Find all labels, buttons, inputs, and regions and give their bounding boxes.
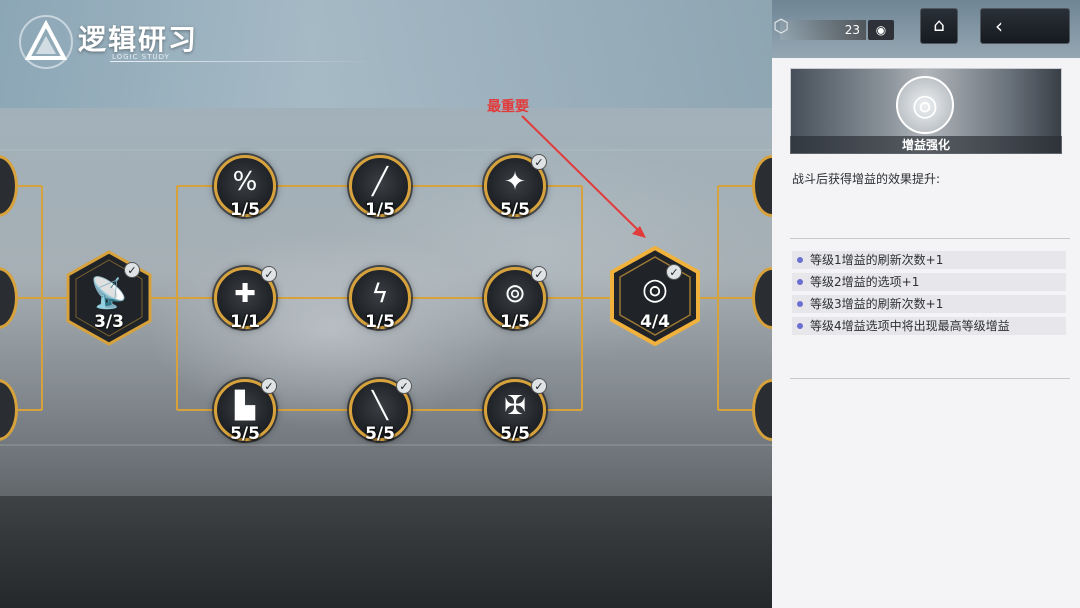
lightning-icon: ϟ	[371, 279, 389, 309]
signal-tower-icon: ⊚	[504, 279, 526, 309]
node-boot[interactable]: ▙ 5/5 ✓	[214, 378, 277, 444]
compass-star-icon: ✦	[504, 167, 526, 197]
node-level: 5/5	[500, 424, 530, 444]
buff-effects-list: 等级1增益的刷新次数+1 等级2增益的选项+1 等级3增益的刷新次数+1 等级4…	[792, 251, 1066, 339]
header-divider	[110, 61, 380, 62]
list-item: 等级2增益的选项+1	[792, 273, 1066, 291]
home-icon: ⌂	[933, 15, 945, 36]
sniper-rifle-icon: ╱	[372, 167, 388, 197]
node-discount[interactable]: % 1/5	[214, 155, 276, 220]
node-root[interactable]: 📡 3/3 ✓	[66, 250, 152, 346]
node-tools[interactable]: ✠ 5/5 ✓	[484, 378, 547, 444]
annotation-label: 最重要	[487, 99, 529, 115]
back-arrow-icon: ‹	[995, 14, 1003, 38]
buff-title: 增益强化	[790, 136, 1062, 154]
home-button[interactable]: ⌂	[920, 8, 958, 44]
background-bottom	[0, 496, 780, 608]
divider	[790, 238, 1070, 239]
node-level: 1/1	[230, 312, 260, 332]
node-rifle[interactable]: ╲ 5/5 ✓	[349, 378, 412, 444]
node-compass[interactable]: ✦ 5/5 ✓	[484, 154, 547, 220]
check-icon: ✓	[531, 266, 547, 282]
signal-tower-icon: 📡	[90, 276, 128, 311]
page-subtitle: LOGIC STUDY	[112, 53, 170, 61]
skill-tree-lines	[0, 115, 772, 446]
node-level: 3/3	[94, 312, 124, 332]
check-icon: ✓	[396, 378, 412, 394]
buff-description: 战斗后获得增益的效果提升:	[792, 172, 941, 186]
node-coins-selected[interactable]: ◎ 4/4 ✓	[610, 246, 700, 346]
list-item: 等级1增益的刷新次数+1	[792, 251, 1066, 269]
page-title: 逻辑研习	[78, 23, 199, 56]
eye-icon[interactable]: ◉	[868, 20, 894, 40]
check-icon: ✓	[261, 378, 277, 394]
resource-counter: 23	[780, 20, 866, 40]
heart-plus-icon: ✚	[234, 279, 256, 309]
bullet-dot	[797, 257, 803, 263]
node-level: 1/5	[365, 312, 395, 332]
list-item: 等级3增益的刷新次数+1	[792, 295, 1066, 313]
assault-rifle-icon: ╲	[372, 391, 388, 421]
check-icon: ✓	[666, 264, 682, 280]
bullet-dot	[797, 323, 803, 329]
back-button[interactable]: ‹	[980, 8, 1070, 44]
list-item: 等级4增益选项中将出现最高等级增益	[792, 317, 1066, 335]
node-level: 1/5	[500, 312, 530, 332]
check-icon: ✓	[124, 262, 140, 278]
node-signal[interactable]: ⊚ 1/5 ✓	[484, 266, 547, 332]
boot-icon: ▙	[235, 391, 255, 421]
background-top	[0, 0, 780, 108]
bullet-dot	[797, 279, 803, 285]
discount-card-icon: %	[232, 167, 258, 197]
node-level: 4/4	[640, 312, 670, 332]
bullet-dot	[797, 301, 803, 307]
coin-stack-icon: ◎	[896, 76, 954, 134]
node-level: 5/5	[500, 200, 530, 220]
node-level: 1/5	[230, 200, 260, 220]
logo-icon	[19, 15, 73, 69]
node-heal[interactable]: ✚ 1/1 ✓	[214, 266, 277, 332]
crossed-tools-icon: ✠	[504, 391, 526, 421]
check-icon: ✓	[531, 154, 547, 170]
node-sniper[interactable]: ╱ 1/5	[349, 155, 411, 220]
check-icon: ✓	[531, 378, 547, 394]
node-lightning[interactable]: ϟ 1/5	[349, 267, 411, 332]
coin-stack-icon: ◎	[641, 272, 669, 307]
node-level: 5/5	[365, 424, 395, 444]
divider	[790, 378, 1070, 379]
node-level: 5/5	[230, 424, 260, 444]
check-icon: ✓	[261, 266, 277, 282]
node-level: 1/5	[365, 200, 395, 220]
